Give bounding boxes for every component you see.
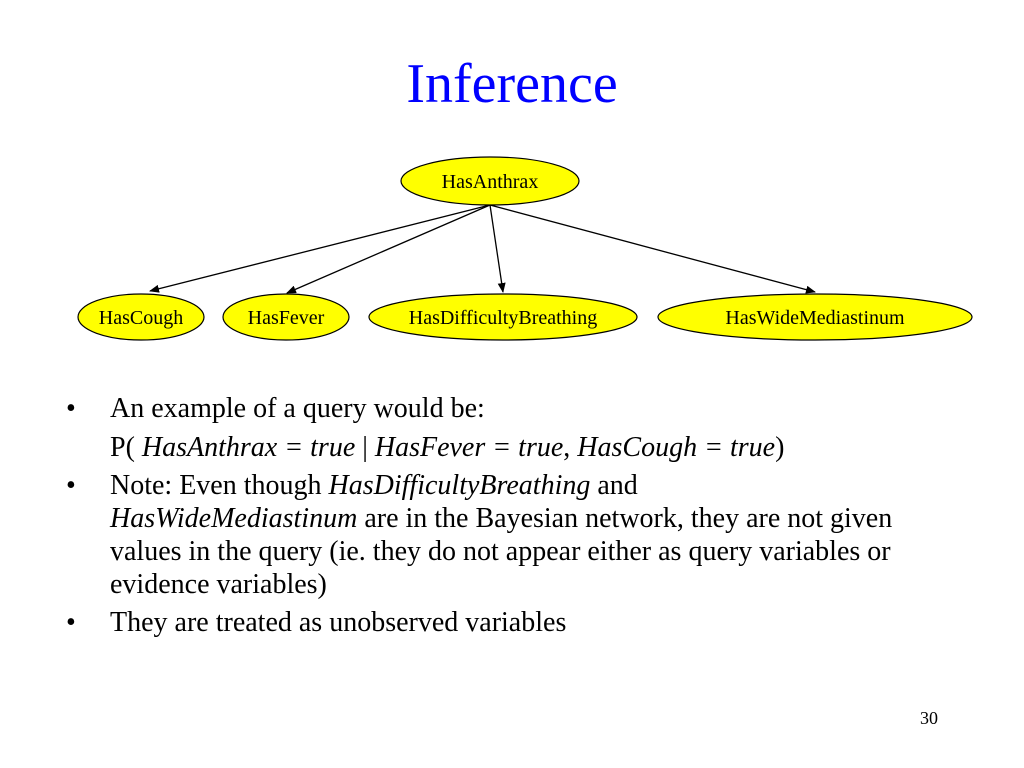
node-label-has-wide-mediastinum: HasWideMediastinum (725, 307, 905, 329)
node-label-has-fever: HasFever (248, 307, 325, 329)
edge-anthrax-to-wide-mediastinum (489, 204, 816, 294)
evidence-equals-fever: = (485, 432, 519, 463)
node-has-anthrax: HasAnthrax (400, 156, 580, 206)
note-variable-difficulty-breathing: HasDifficultyBreathing (328, 470, 591, 501)
bullet-item-unobserved: • They are treated as unobserved variabl… (66, 606, 966, 639)
query-p-close: ) (775, 432, 785, 463)
evidence-variable-fever: HasFever (374, 432, 486, 463)
evidence-value-fever: true (518, 432, 564, 463)
node-has-difficulty-breathing: HasDifficultyBreathing (368, 293, 638, 341)
node-label-has-anthrax: HasAnthrax (442, 171, 539, 193)
query-p-open: P( (110, 432, 135, 463)
query-expression: P( HasAnthrax = true | HasFever = true, … (66, 431, 966, 464)
evidence-variable-cough: HasCough (577, 432, 698, 463)
evidence-equals-cough: = (697, 432, 730, 463)
bullet-list: • An example of a query would be: P( Has… (66, 392, 966, 639)
page-number: 30 (920, 708, 938, 728)
bullet-text: They are treated as unobserved variables (110, 607, 567, 638)
bullet-text: An example of a query would be: (110, 393, 485, 424)
node-label-has-cough: HasCough (99, 307, 183, 329)
query-value: true (310, 432, 356, 463)
query-given-bar: | (355, 432, 375, 463)
bullet-dot: • (66, 470, 76, 501)
evidence-comma: , (563, 432, 578, 463)
node-has-wide-mediastinum: HasWideMediastinum (657, 293, 973, 341)
node-has-cough: HasCough (77, 293, 205, 341)
query-equals: = (277, 432, 311, 463)
note-rest: are in the Bayesian network, they are no… (110, 503, 893, 600)
slide-title: Inference (406, 53, 618, 115)
node-has-fever: HasFever (222, 293, 350, 341)
edge-anthrax-to-cough (149, 204, 491, 293)
bullet-dot: • (66, 607, 76, 638)
query-variable: HasAnthrax (141, 432, 278, 463)
note-variable-wide-mediastinum: HasWideMediastinum (110, 503, 358, 534)
bullet-dot: • (66, 393, 76, 424)
evidence-value-cough: true (729, 432, 776, 463)
note-and: and (590, 470, 638, 501)
edge-anthrax-to-fever (286, 204, 491, 294)
node-label-has-difficulty-breathing: HasDifficultyBreathing (409, 307, 597, 329)
edge-anthrax-to-difficulty-breathing (489, 204, 506, 293)
bullet-item-query-example: • An example of a query would be: (66, 392, 966, 425)
bullet-item-note: • Note: Even though HasDifficultyBreathi… (66, 469, 966, 601)
note-prefix: Note: Even though (110, 470, 329, 501)
